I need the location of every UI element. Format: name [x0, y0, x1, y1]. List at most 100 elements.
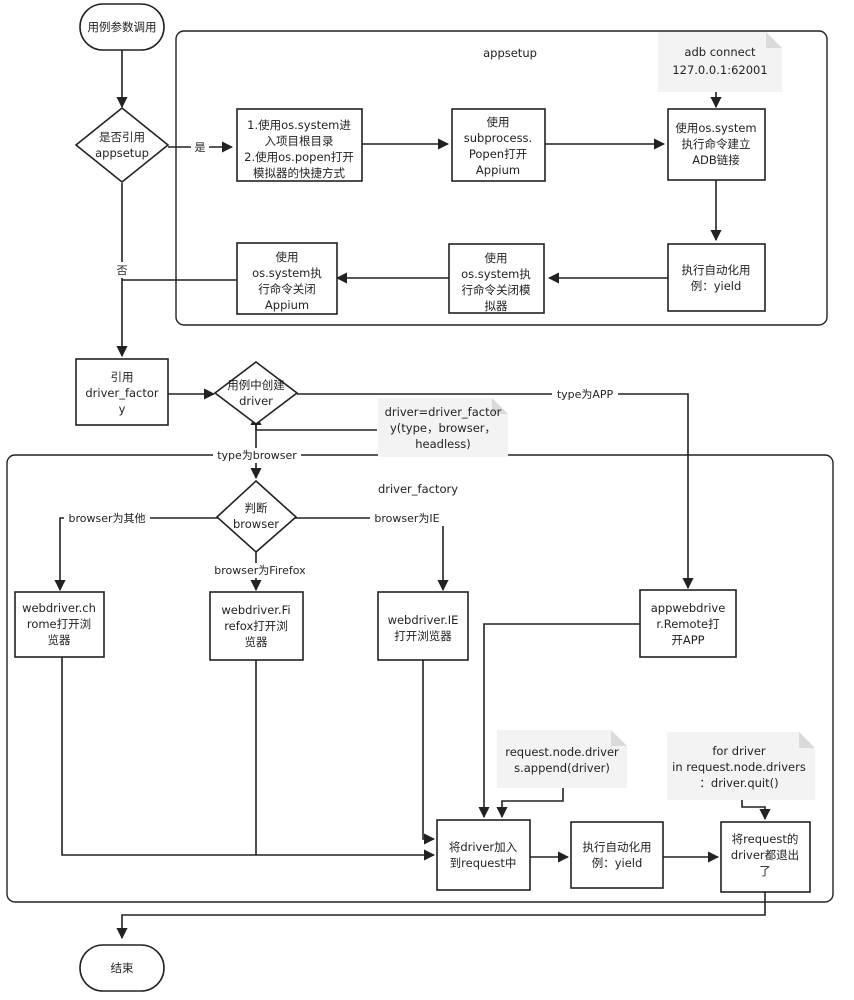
edge-quit-to-end [116, 892, 766, 940]
decision-is-appsetup: 是否引用 appsetup [74, 106, 170, 184]
process-app-remote-line-1: appwebdrive [651, 601, 726, 615]
process-close-appium-line-3: 行命令关闭 [258, 282, 316, 296]
appsetup-group [175, 30, 828, 326]
process-quit-drivers-line-1: 将request的 [732, 832, 799, 846]
process-step1: 1.使用os.system进 入项目根目录 2.使用os.popen打开 模拟器… [236, 108, 363, 182]
note-quit-loop-line-2: in request.node.drivers [672, 760, 806, 774]
edge-browser-other [54, 517, 218, 592]
process-chrome: webdriver.ch rome打开浏 览器 [14, 591, 105, 658]
process-adb-connect-line-3: ADB链接 [692, 153, 740, 167]
note-quit-loop-line-3: ：driver.quit() [699, 776, 778, 790]
note-append-line-2: s.append(driver) [514, 761, 610, 775]
process-ie: webdriver.IE 打开浏览器 [377, 591, 469, 661]
process-step1-line-2: 入项目根目录 [265, 134, 334, 148]
process-close-appium-line-1: 使用 [276, 250, 299, 264]
process-adb-connect: 使用os.system 执行命令建立 ADB链接 [667, 108, 766, 181]
process-close-appium: 使用 os.system执 行命令关闭 Appium [236, 242, 338, 315]
edge-app-to-add [478, 623, 640, 819]
appsetup-group-title: appsetup [483, 46, 537, 60]
process-ie-line-1: webdriver.IE [388, 613, 459, 627]
process-quit-drivers-line-2: driver都退出 [731, 848, 799, 862]
note-adb-line-2: 127.0.0.1:62001 [672, 63, 767, 77]
note-driver-call: driver=driver_factor y(type，browser， hea… [378, 398, 508, 457]
decision-is-appsetup-line-2: appsetup [95, 146, 149, 160]
process-adb-connect-line-1: 使用os.system [675, 121, 756, 135]
process-run-yield-2: 执行自动化用 例：yield [570, 821, 664, 889]
edge-note-to-create [250, 413, 377, 431]
decision-create-driver-line-1: 用例中创建 [227, 378, 285, 392]
process-quit-drivers-line-3: 了 [759, 864, 771, 878]
process-close-emulator-line-3: 行命令关闭模 [462, 283, 531, 297]
process-adb-connect-line-2: 执行命令建立 [682, 137, 751, 151]
edge-label-no: 否 [117, 264, 128, 277]
process-step1-line-1: 1.使用os.system进 [247, 118, 351, 132]
edge-note-to-add [496, 788, 564, 819]
note-append: request.node.driver s.append(driver) [497, 730, 627, 788]
process-import-factory: 引用 driver_factor y [75, 358, 169, 426]
edge-label-browser-other: browser为其他 [68, 512, 145, 525]
process-firefox-line-1: webdriver.Fi [221, 603, 290, 617]
decision-create-driver: 用例中创建 driver [213, 360, 299, 426]
decision-judge-browser: 判断 browser [215, 479, 298, 554]
process-close-appium-line-2: os.system执 [252, 266, 322, 280]
process-step1-line-3: 2.使用os.popen打开 [244, 150, 354, 164]
process-subprocess-line-1: 使用 [487, 115, 510, 129]
edge-type-app [297, 393, 694, 590]
note-driver-call-line-1: driver=driver_factor [385, 405, 502, 419]
edge-label-yes: 是 [195, 141, 206, 154]
process-run-yield-2-line-2: 例：yield [592, 856, 643, 870]
process-import-factory-line-2: driver_factor [85, 386, 159, 400]
process-subprocess: 使用 subprocess. Popen打开 Appium [451, 108, 546, 182]
process-app-remote: appwebdrive r.Remote打 开APP [639, 589, 737, 658]
process-add-driver-line-2: 到request中 [450, 856, 517, 870]
start-terminator: 用例参数调用 [79, 3, 165, 51]
process-subprocess-line-4: Appium [476, 163, 520, 177]
decision-judge-browser-line-2: browser [233, 517, 279, 531]
process-import-factory-line-1: 引用 [111, 370, 134, 384]
edge-label-type-app: type为APP [557, 388, 614, 401]
process-subprocess-line-3: Popen打开 [469, 147, 527, 161]
end-label: 结束 [111, 961, 134, 975]
edge-note-to-quit [741, 800, 771, 821]
process-chrome-line-2: rome打开浏 [27, 617, 91, 631]
edge-label-browser-ie: browser为IE [374, 512, 439, 525]
process-add-driver-line-1: 将driver加入 [449, 840, 518, 854]
process-run-yield-2-line-1: 执行自动化用 [583, 840, 652, 854]
decision-is-appsetup-line-1: 是否引用 [99, 130, 145, 144]
edge-browser-ie [295, 517, 449, 592]
note-driver-call-line-2: y(type，browser， [390, 421, 496, 435]
process-subprocess-line-2: subprocess. [464, 131, 532, 145]
edge-label-browser-firefox: browser为Firefox [214, 564, 306, 577]
note-append-line-1: request.node.driver [505, 745, 619, 759]
note-quit-loop-line-1: for driver [712, 744, 766, 758]
driver-factory-group-title: driver_factory [378, 482, 458, 496]
note-adb-line-1: adb connect [684, 45, 756, 59]
note-driver-call-line-3: headless) [415, 437, 470, 451]
process-run-yield-1: 执行自动化用 例：yield [667, 243, 766, 312]
process-add-driver: 将driver加入 到request中 [436, 819, 531, 891]
edge-chrome-to-add [61, 657, 436, 861]
edge-label-type-browser: type为browser [217, 449, 297, 462]
edges [54, 50, 771, 940]
note-quit-loop: for driver in request.node.drivers ：driv… [667, 732, 815, 800]
decision-judge-browser-line-1: 判断 [245, 501, 268, 515]
process-close-emulator-line-4: 拟器 [485, 299, 508, 313]
process-chrome-line-3: 览器 [48, 633, 71, 647]
note-adb: adb connect 127.0.0.1:62001 [658, 32, 782, 92]
end-terminator: 结束 [79, 944, 165, 992]
edge-ie-to-add [422, 660, 436, 845]
process-firefox-line-3: 览器 [245, 635, 268, 649]
edge-labels: 是 否 type为APP type为browser browser为其他 bro… [64, 139, 618, 578]
process-firefox: webdriver.Fi refox打开浏 览器 [209, 591, 304, 661]
process-app-remote-line-3: 开APP [671, 633, 704, 647]
process-close-emulator: 使用 os.system执 行命令关闭模 拟器 [448, 243, 545, 314]
process-run-yield-1-line-2: 例：yield [691, 279, 742, 293]
process-close-appium-line-4: Appium [265, 298, 309, 312]
process-quit-drivers: 将request的 driver都退出 了 [720, 821, 811, 893]
process-ie-line-2: 打开浏览器 [394, 629, 452, 643]
process-firefox-line-2: refox打开浏 [224, 619, 288, 633]
process-app-remote-line-2: r.Remote打 [656, 617, 720, 631]
decision-create-driver-line-2: driver [239, 394, 273, 408]
process-close-emulator-line-2: os.system执 [461, 267, 531, 281]
